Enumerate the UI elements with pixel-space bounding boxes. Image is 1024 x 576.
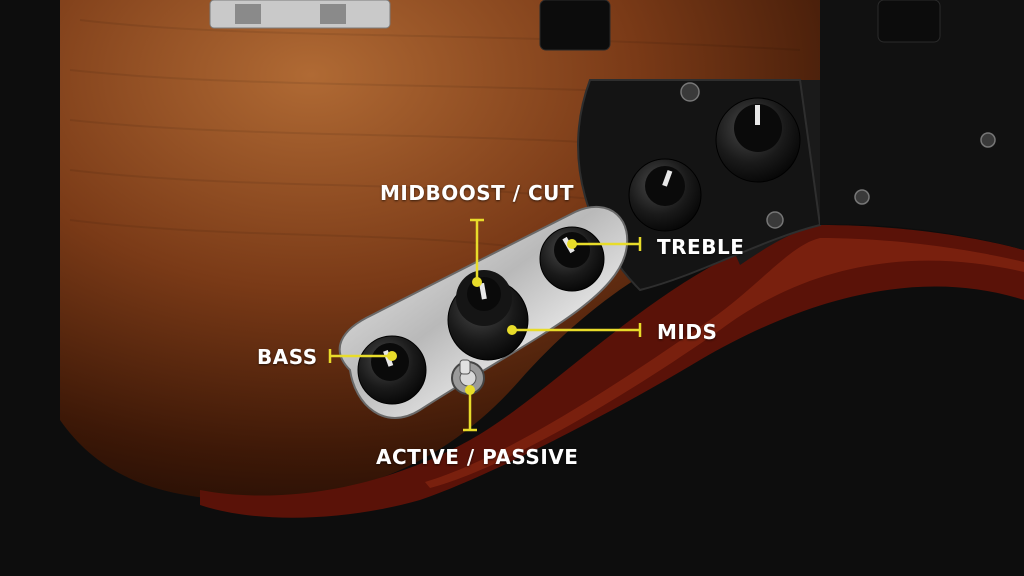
callout-lines [328, 218, 642, 432]
callout-dots [387, 239, 577, 395]
pickup-cover [539, 0, 611, 51]
label-mid-boost-cut: MIDBOOST / CUT [380, 181, 575, 205]
tone-knob-upper [628, 158, 702, 232]
body-binding [200, 225, 1024, 518]
mids-knob [447, 270, 529, 361]
label-active-passive: ACTIVE / PASSIVE [376, 445, 579, 469]
label-treble: TREBLE [657, 235, 745, 259]
active-passive-switch [451, 359, 485, 395]
treble-knob [539, 226, 605, 292]
bass-knob [357, 335, 427, 405]
volume-knob-upper [715, 97, 801, 183]
label-bass: BASS [257, 345, 318, 369]
label-mids: MIDS [657, 320, 718, 344]
pickguard-screws [680, 82, 996, 229]
